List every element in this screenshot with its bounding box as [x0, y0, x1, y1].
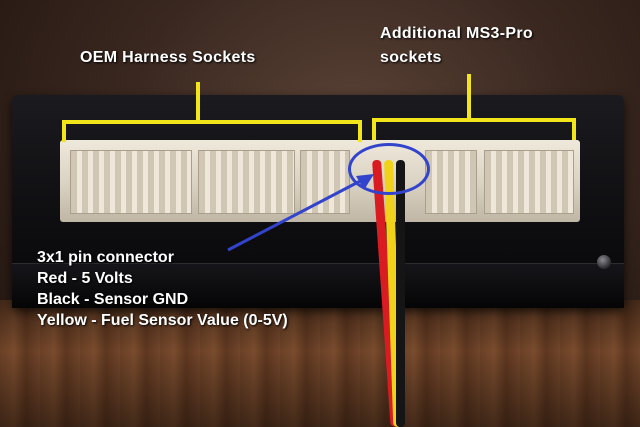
highlight-circle-icon — [348, 143, 430, 195]
oem-socket-2 — [198, 150, 295, 214]
ms3-socket-2 — [484, 150, 574, 214]
note-line: Black - Sensor GND — [37, 291, 189, 308]
ms3-bracket-icon — [372, 118, 576, 140]
oem-bracket-icon — [62, 120, 362, 142]
oem-bracket-stem — [196, 82, 200, 122]
ecu-flange — [12, 263, 624, 308]
oem-harness-label: OEM Harness Sockets — [80, 49, 256, 66]
wood-shadow — [0, 300, 640, 427]
bolt-icon — [597, 255, 611, 269]
additional-label-line1: Additional MS3-Pro — [380, 25, 533, 42]
ms3-bracket-stem — [467, 74, 471, 120]
note-line: 3x1 pin connector — [37, 249, 174, 266]
oem-socket-1 — [70, 150, 192, 214]
additional-label-line2: sockets — [380, 49, 442, 66]
oem-socket-3 — [300, 150, 350, 214]
connector-notes: 3x1 pin connector Red - 5 Volts Black - … — [37, 247, 288, 331]
note-line: Red - 5 Volts — [37, 270, 133, 287]
wire-black — [396, 160, 405, 427]
ms3-socket-1 — [425, 150, 477, 214]
note-line: Yellow - Fuel Sensor Value (0-5V) — [37, 312, 288, 329]
